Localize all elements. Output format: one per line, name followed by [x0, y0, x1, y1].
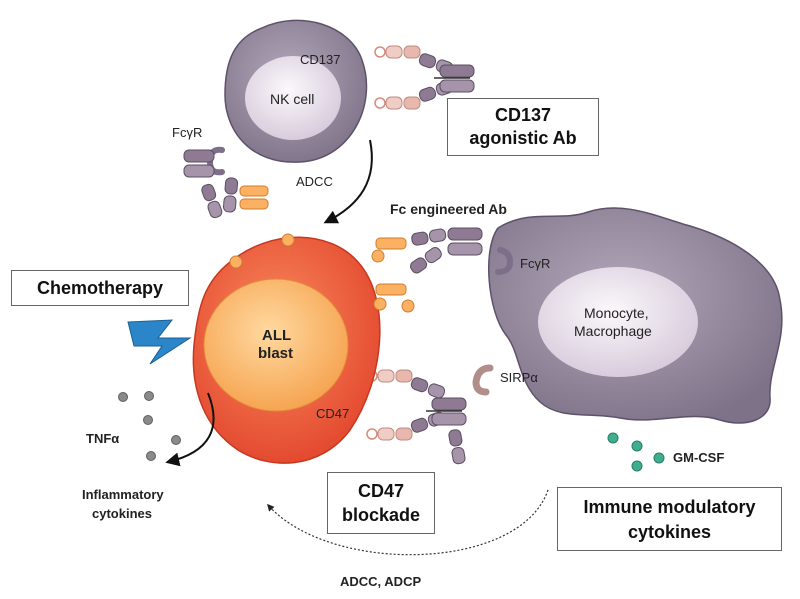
fcgr-right-label: FcγR: [520, 256, 550, 271]
adcc-adcp-arrow: [267, 489, 549, 556]
nk-cell-label: NK cell: [270, 91, 314, 107]
inflammatory-label-1: Inflammatory: [82, 487, 164, 502]
chemo-arrow: [165, 392, 215, 467]
immune-modulatory-box: Immune modulatory cytokines: [557, 487, 782, 551]
inflammatory-label-2: cytokines: [92, 506, 152, 521]
cd137-box-line-2: agonistic Ab: [469, 128, 577, 148]
sirpa-label: SIRPα: [500, 370, 538, 385]
chemotherapy-text: Chemotherapy: [36, 278, 164, 298]
chemotherapy-box: Chemotherapy: [11, 270, 189, 306]
all-label: ALL: [262, 327, 291, 344]
tnfa-label: TNFα: [86, 431, 119, 446]
gmcsf-label: GM-CSF: [673, 450, 724, 465]
tnfa-particles: [118, 391, 181, 461]
nk-antibody: [183, 149, 269, 220]
antigen-dots: [229, 233, 415, 313]
sirpa-receptor: [472, 364, 494, 396]
cd137-agonistic-ab-box: CD137 agonistic Ab: [447, 98, 599, 156]
cd47-label: CD47: [316, 406, 349, 421]
blast-label: blast: [258, 345, 293, 362]
adcc-arrow: [323, 139, 373, 224]
macrophage-nucleus: [538, 267, 698, 377]
cd137-label: CD137: [300, 52, 340, 67]
immune-box-line-1: Immune modulatory: [583, 497, 756, 517]
fcgr-left-label: FcγR: [172, 125, 202, 140]
fc-engineered-label: Fc engineered Ab: [390, 201, 507, 217]
lightning-icon: [127, 319, 192, 365]
fc-engineered-antibody: [375, 227, 483, 296]
cd47-box-line-2: blockade: [341, 505, 421, 525]
cd47-box-line-1: CD47: [357, 481, 405, 501]
cd137-antibody-group: [374, 45, 475, 110]
all-blast-nucleus: [203, 278, 349, 412]
nk-cell-nucleus: [245, 56, 341, 140]
fcgr-right-receptor: [495, 247, 514, 275]
monocyte-label-1: Monocyte,: [584, 305, 649, 321]
adcc-adcp-label: ADCC, ADCP: [340, 574, 421, 589]
cd47-blockade-box: CD47 blockade: [327, 472, 435, 534]
cd137-box-line-1: CD137: [494, 105, 552, 125]
monocyte-label-2: Macrophage: [574, 323, 652, 339]
cd47-antibody-group: [366, 369, 467, 466]
gmcsf-particles: [607, 432, 665, 472]
adcc-label: ADCC: [296, 174, 333, 189]
immune-box-line-2: cytokines: [627, 522, 712, 542]
